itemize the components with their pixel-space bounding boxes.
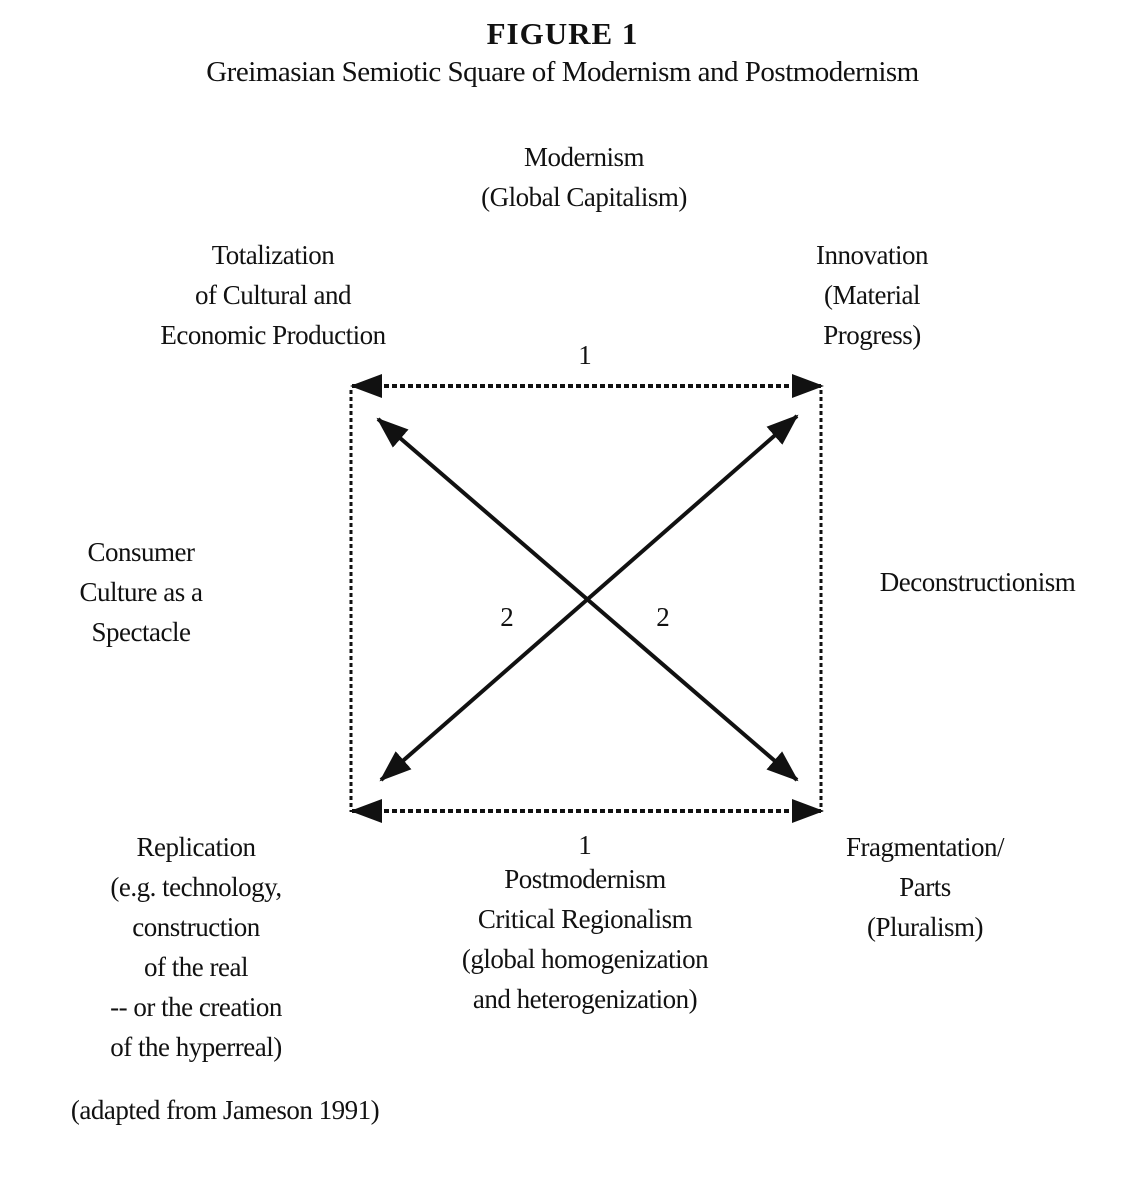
label-line: (global homogenization (461, 944, 709, 974)
label-line: Consumer (87, 537, 196, 567)
label-line: Modernism (524, 142, 645, 172)
label-line: Economic Production (160, 320, 386, 350)
figure-subtitle: Greimasian Semiotic Square of Modernism … (206, 56, 919, 88)
label-line: Postmodernism (504, 864, 666, 894)
label-line: Spectacle (91, 617, 191, 647)
label-line: (Pluralism) (867, 912, 984, 942)
label-line: of the real (144, 952, 248, 982)
label-line: and heterogenization) (472, 984, 698, 1014)
relation-number-top: 1 (578, 340, 592, 370)
label-line: (Material (824, 280, 920, 310)
label-bottom-right-fragmentation: Fragmentation/ Parts (Pluralism) (805, 827, 1045, 947)
label-left-consumer-culture: Consumer Culture as a Spectacle (46, 532, 236, 652)
label-line: Progress) (823, 320, 921, 350)
label-line: Deconstructionism (879, 567, 1076, 597)
label-line: Culture as a (79, 577, 203, 607)
label-line: (Global Capitalism) (481, 182, 687, 212)
label-top-left-totalization: Totalization of Cultural and Economic Pr… (113, 235, 433, 355)
label-line: Replication (136, 832, 256, 862)
label-top-modernism: Modernism (Global Capitalism) (384, 137, 784, 217)
source-note: (adapted from Jameson 1991) (70, 1095, 380, 1125)
label-line: Critical Regionalism (477, 904, 693, 934)
label-line: Parts (899, 872, 951, 902)
label-line: Fragmentation/ (846, 832, 1004, 862)
figure-title: FIGURE 1 (486, 16, 639, 51)
label-line: Innovation (816, 240, 928, 270)
relation-number-diagonal-left: 2 (500, 602, 514, 632)
label-line: Totalization (211, 240, 335, 270)
label-line: (e.g. technology, (110, 872, 282, 902)
contradictory-arrow-bl-tr (379, 414, 799, 782)
label-line: of the hyperreal) (110, 1032, 282, 1062)
label-bottom-left-replication: Replication (e.g. technology, constructi… (46, 827, 346, 1067)
label-right-deconstructionism: Deconstructionism (850, 562, 1105, 602)
label-line: of Cultural and (195, 280, 351, 310)
label-bottom-postmodernism: Postmodernism Critical Regionalism (glob… (385, 859, 785, 1019)
label-line: -- or the creation (110, 992, 282, 1022)
label-top-right-innovation: Innovation (Material Progress) (762, 235, 982, 355)
label-line: construction (132, 912, 260, 942)
relation-number-diagonal-right: 2 (656, 602, 670, 632)
relation-number-bottom: 1 (578, 830, 592, 860)
